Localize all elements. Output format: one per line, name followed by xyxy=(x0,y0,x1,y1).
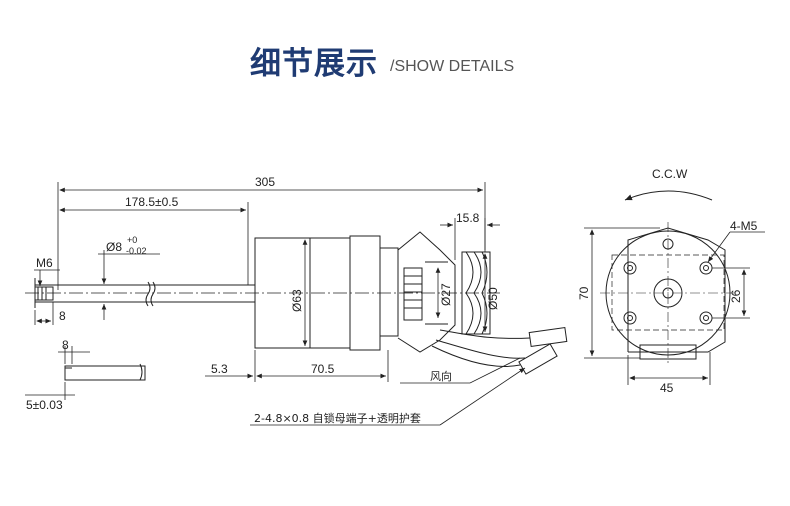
dim-fan-dia: Ø50 xyxy=(486,287,500,310)
dim-hole-spacing: 26 xyxy=(729,289,743,303)
dim-offset: 5.3 xyxy=(211,362,228,376)
shaft-flat-detail xyxy=(25,346,146,400)
dim-height: 70 xyxy=(577,286,591,300)
section-title: 细节展示 xyxy=(250,46,378,82)
dim-overall-length: 305 xyxy=(255,175,275,189)
dim-width: 45 xyxy=(660,381,674,395)
dim-shaft-length: 178.5±0.5 xyxy=(125,195,179,209)
dim-shaft-dia: Ø8 xyxy=(106,240,122,254)
section-header: 细节展示 /SHOW DETAILS xyxy=(0,38,790,88)
side-dimensions xyxy=(34,182,526,426)
section-subtitle: /SHOW DETAILS xyxy=(390,58,515,75)
wind-direction-label: 风向 xyxy=(430,369,452,383)
dim-flat-width: 5±0.03 xyxy=(26,398,63,412)
dim-thread-length: 8 xyxy=(59,309,66,323)
dim-shaft-tol-lower: -0.02 xyxy=(126,246,147,256)
dim-thread: M6 xyxy=(36,256,53,270)
dim-holes: 4-M5 xyxy=(730,219,758,233)
dim-body-length: 70.5 xyxy=(311,362,335,376)
dim-body-dia: Ø63 xyxy=(290,289,304,312)
rotation-label: C.C.W xyxy=(652,167,688,181)
dim-hub-dia: Ø27 xyxy=(439,283,453,306)
dim-shaft-tol-upper: +0 xyxy=(127,235,137,245)
dim-flat-length: 8 xyxy=(62,338,69,352)
dim-fan-width: 15.8 xyxy=(456,211,480,225)
terminal-note: 2-4.8×0.8 自锁母端子+透明护套 xyxy=(254,411,421,425)
front-view xyxy=(600,190,740,366)
front-dimensions xyxy=(584,227,765,385)
